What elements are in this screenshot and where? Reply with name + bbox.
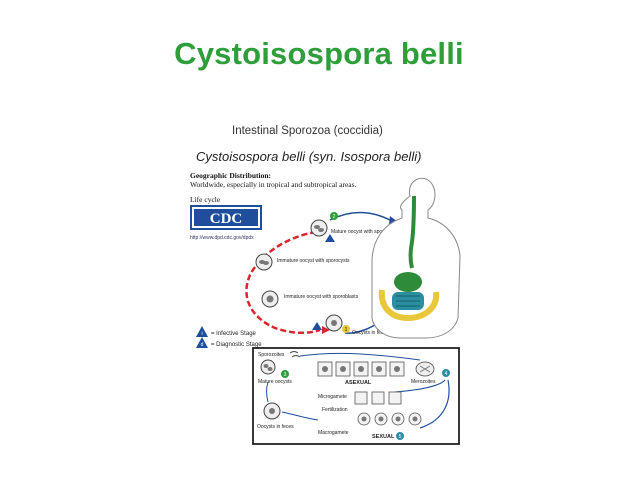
cdc-logo-text: CDC	[210, 211, 243, 227]
cdc-url: http://www.dpd.cdc.gov/dpdx	[190, 235, 254, 241]
step-1-label: 1	[345, 327, 348, 333]
infective-stage-icon	[196, 326, 208, 337]
mature-oocyst-label: Mature oocyst with sporozoites	[331, 229, 400, 235]
mature-oocyst-stage: 2 Mature oocyst with sporozoites	[310, 212, 400, 237]
immature-oocyst-sporoblasts-label: Immature oocyst with sporoblasts	[284, 294, 359, 300]
diagnostic-stage-label: = Diagnostic Stage	[211, 342, 262, 348]
ingestion-arrow	[329, 211, 391, 221]
oocysts-in-feces-stage: 1 Oocysts in feces	[325, 314, 389, 336]
immature-oocyst-sporocysts-stage: Immature oocyst with sporocysts	[255, 253, 350, 271]
infective-stage-marker: i	[201, 331, 202, 337]
step-1-badge	[342, 325, 350, 333]
diagnostic-stage-icon	[196, 337, 208, 348]
cdc-logo: CDC	[190, 205, 262, 235]
geographic-distribution-text: Worldwide, especially in tropical and su…	[190, 180, 357, 189]
figure-title-1: Intestinal Sporozoa (coccidia)	[232, 125, 383, 137]
inset-panel: Sporozoites 3 Mature oocysts ASEXUAL Mer	[252, 347, 460, 445]
sporozoites-label: Sporozoites	[258, 352, 285, 358]
step-5-label: 5	[399, 434, 402, 440]
macrogamete-label: Macrogamete	[318, 430, 349, 436]
slide-title: Cystoisospora belli	[174, 36, 464, 71]
merozoites-label: Merozoites	[411, 379, 436, 385]
infective-stage-marker-icon	[325, 234, 335, 242]
step-4-badge	[442, 369, 450, 377]
oocysts-in-feces-label: Oocysts in feces	[352, 330, 389, 336]
fertilization-label: Fertilization	[322, 407, 348, 413]
step-3-label: 3	[284, 372, 287, 378]
inset-oocysts-in-feces-label: Oocysts in feces	[257, 424, 294, 430]
figure-title-2: Cystoisospora belli (syn. Isospora belli…	[196, 149, 422, 164]
step-2-label: 2	[333, 214, 336, 220]
life-cycle-label: Life cycle	[190, 195, 221, 204]
geographic-distribution-label: Geographic Distribution:	[190, 171, 272, 180]
legend: i = Infective Stage d = Diagnostic Stage	[196, 326, 262, 348]
diagnostic-stage-marker: d	[201, 342, 204, 348]
step-3-badge	[281, 370, 289, 378]
step-4-label: 4	[445, 371, 448, 377]
sexual-cells	[354, 391, 422, 426]
sexual-label: SEXUAL	[372, 434, 395, 440]
diagnostic-stage-marker-icon	[312, 322, 322, 330]
cycle-arrowhead	[322, 326, 330, 334]
cycle-arrow-arc	[245, 230, 321, 334]
step-5-badge	[396, 432, 404, 440]
asexual-label: ASEXUAL	[345, 380, 372, 386]
immature-oocyst-sporoblasts-stage: Immature oocyst with sporoblasts	[261, 290, 359, 308]
microgamete-label: Microgamete	[318, 394, 347, 400]
mature-oocysts-label: Mature oocysts	[258, 379, 292, 385]
asexual-cells	[317, 361, 405, 377]
immature-oocyst-sporocysts-label: Immature oocyst with sporocysts	[277, 258, 350, 264]
infective-stage-label: = Infective Stage	[211, 331, 257, 337]
step-2-badge	[330, 212, 338, 220]
human-body	[371, 177, 461, 339]
